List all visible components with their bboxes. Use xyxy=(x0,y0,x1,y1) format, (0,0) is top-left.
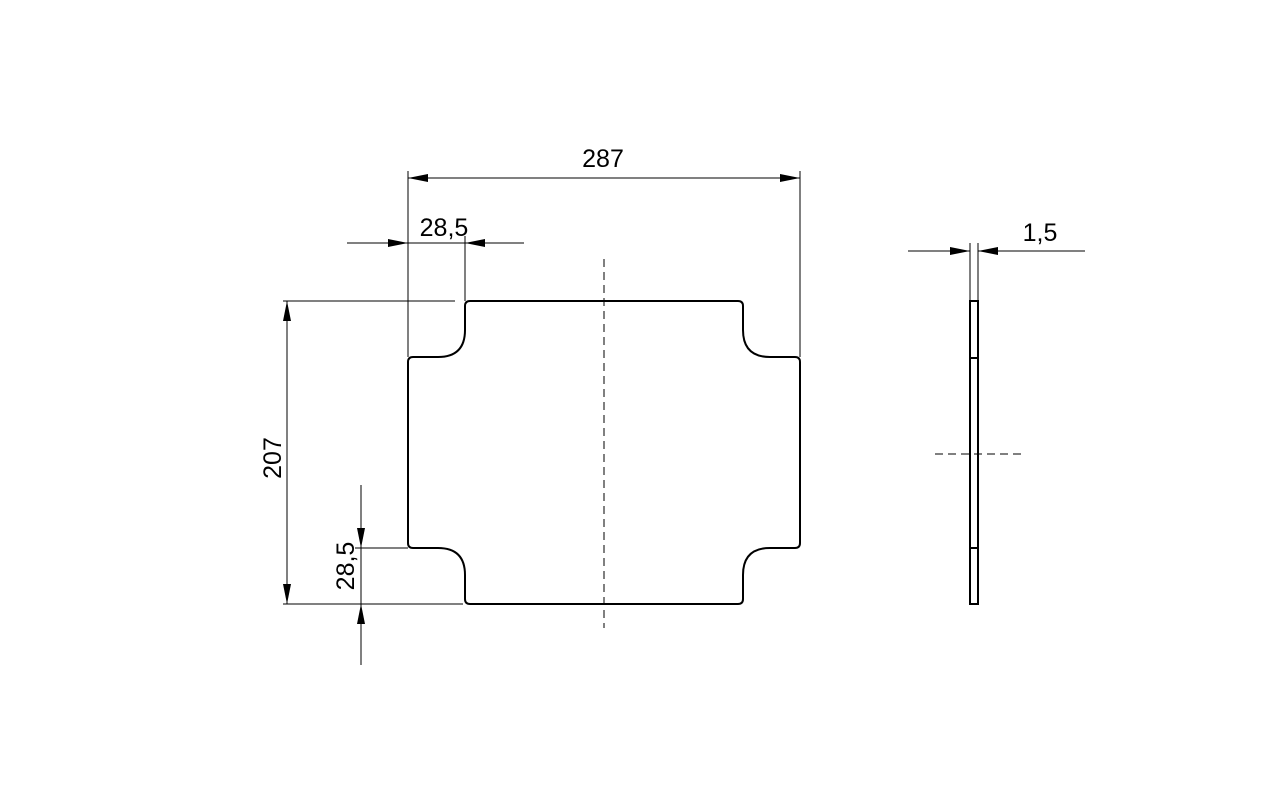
notch-h-label: 28,5 xyxy=(420,214,469,242)
side-view-plate xyxy=(969,300,979,605)
thickness-label: 1,5 xyxy=(1023,219,1058,247)
plate-outline xyxy=(407,300,801,605)
height-label: 207 xyxy=(259,437,287,479)
width-label: 287 xyxy=(582,145,624,173)
notch-v-label: 28,5 xyxy=(332,542,360,591)
extension-lines xyxy=(283,171,979,605)
